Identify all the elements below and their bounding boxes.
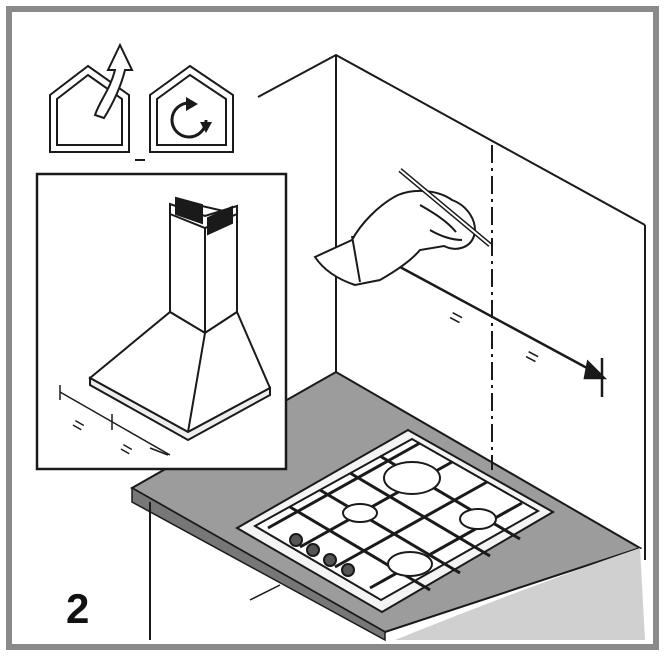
burner-front-left xyxy=(342,503,378,523)
house-with-recirculation-icon xyxy=(149,64,234,153)
burner-large xyxy=(383,461,441,495)
floor-shadow xyxy=(395,548,645,640)
burner-rear-right xyxy=(459,508,497,530)
wall-corner xyxy=(257,53,646,560)
burner-front-right xyxy=(387,551,433,577)
house-with-exhaust-arrow-icon xyxy=(49,42,134,153)
step-number: 2 xyxy=(66,585,90,632)
chimney-hood-icon xyxy=(88,196,272,442)
gas-hob xyxy=(234,428,556,614)
hand-marking-icon xyxy=(313,168,492,287)
hood-inset: = = xyxy=(35,172,288,471)
hob-knobs xyxy=(289,533,355,577)
wall-measure-line xyxy=(399,265,608,397)
hood-dimension-lines xyxy=(59,385,171,456)
